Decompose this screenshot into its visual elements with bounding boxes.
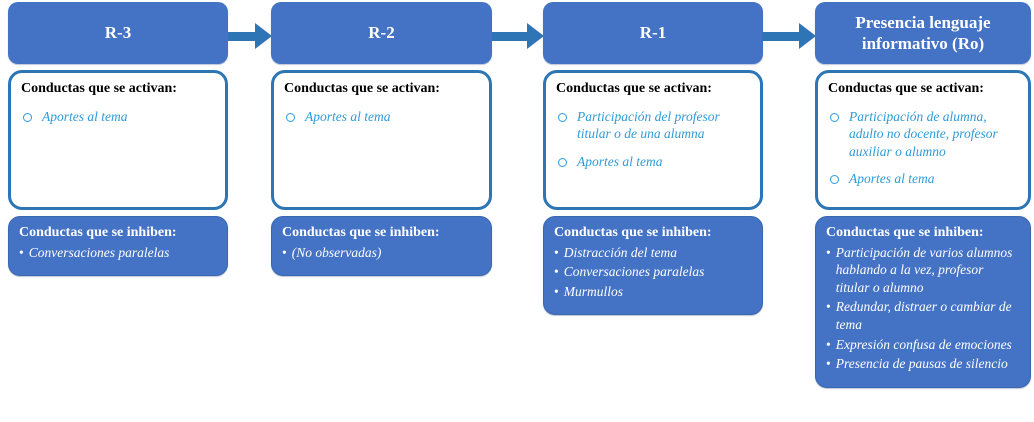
activate-box-r0: Conductas que se activan: Participación … <box>815 70 1031 210</box>
item-text: Murmullos <box>563 283 623 299</box>
stage-header-r1: R-1 <box>543 2 763 64</box>
dot-bullet-icon: • <box>554 264 559 280</box>
item-text: Conversaciones paralelas <box>28 244 170 260</box>
inhibit-heading: Conductas que se inhiben: <box>826 225 984 240</box>
stage-header-r2: R-2 <box>271 2 492 64</box>
dot-bullet-icon: • <box>826 356 831 372</box>
arrow-head <box>799 23 816 49</box>
arrow-head <box>255 23 272 49</box>
list-item: •Participación de varios alumnos habland… <box>826 244 1020 297</box>
list-item: Participación del profesor titular o de … <box>556 108 750 143</box>
activate-heading: Conductas que se activan: <box>21 81 177 96</box>
item-text: Aportes al tema <box>305 108 391 124</box>
item-text: Participación del profesor titular o de … <box>577 108 720 142</box>
item-text: Aportes al tema <box>577 153 663 169</box>
list-item: •Murmullos <box>554 283 752 301</box>
dot-bullet-icon: • <box>826 299 831 315</box>
arrow-right-icon <box>492 23 544 49</box>
item-text: Aportes al tema <box>42 108 128 124</box>
activate-item-list: Participación de alumna, adulto no docen… <box>828 108 1018 188</box>
arrow-stem <box>492 31 528 41</box>
arrow-stem <box>228 31 256 41</box>
dot-bullet-icon: • <box>826 244 831 260</box>
inhibit-heading: Conductas que se inhiben: <box>282 225 440 240</box>
stage-title: Presencia lenguaje informativo (Ro) <box>855 12 991 53</box>
item-text: Participación de alumna, adulto no docen… <box>849 108 998 159</box>
list-item: •Distracción del tema <box>554 244 752 262</box>
activate-item-list: Aportes al tema <box>284 108 479 126</box>
item-text: Presencia de pausas de silencio <box>835 356 1008 372</box>
inhibit-item-list: •(No observadas) <box>282 244 481 262</box>
activate-heading: Conductas que se activan: <box>828 81 984 96</box>
list-item: Aportes al tema <box>284 108 479 126</box>
stage-column-r3: R-3 Conductas que se activan: Aportes al… <box>8 2 228 277</box>
dot-bullet-icon: • <box>19 244 24 260</box>
hollow-circle-bullet-icon <box>830 112 839 122</box>
inhibit-box-r1: Conductas que se inhiben: •Distracción d… <box>543 216 763 316</box>
hollow-circle-bullet-icon <box>23 112 32 122</box>
stage-title: R-3 <box>104 23 132 43</box>
stage-title: R-1 <box>639 23 667 43</box>
activate-box-r2: Conductas que se activan: Aportes al tem… <box>271 70 492 210</box>
activate-item-list: Aportes al tema <box>21 108 215 126</box>
list-item: •(No observadas) <box>282 244 481 262</box>
dot-bullet-icon: • <box>554 283 559 299</box>
list-item: Aportes al tema <box>21 108 215 126</box>
item-text: Aportes al tema <box>849 171 935 187</box>
inhibit-heading: Conductas que se inhiben: <box>19 225 177 240</box>
list-item: Aportes al tema <box>828 170 1018 188</box>
arrow-head <box>527 23 544 49</box>
stage-column-r0: Presencia lenguaje informativo (Ro) Cond… <box>815 2 1031 388</box>
hollow-circle-bullet-icon <box>558 112 567 122</box>
activate-box-r1: Conductas que se activan: Participación … <box>543 70 763 210</box>
inhibit-box-r3: Conductas que se inhiben: •Conversacione… <box>8 216 228 277</box>
item-text: Conversaciones paralelas <box>563 264 705 280</box>
stage-title: R-2 <box>368 23 395 43</box>
arrow-right-icon <box>228 23 272 49</box>
item-text: Redundar, distraer o cambiar de tema <box>835 299 1012 332</box>
activate-heading: Conductas que se activan: <box>556 81 712 96</box>
inhibit-box-r2: Conductas que se inhiben: •(No observada… <box>271 216 492 277</box>
list-item: Aportes al tema <box>556 153 750 171</box>
list-item: •Redundar, distraer o cambiar de tema <box>826 298 1020 333</box>
activate-item-list: Participación del profesor titular o de … <box>556 108 750 171</box>
list-item: •Conversaciones paralelas <box>554 263 752 281</box>
arrow-right-icon <box>762 23 816 49</box>
stage-column-r1: R-1 Conductas que se activan: Participac… <box>543 2 763 316</box>
stage-header-r0: Presencia lenguaje informativo (Ro) <box>815 2 1031 64</box>
inhibit-heading: Conductas que se inhiben: <box>554 225 712 240</box>
list-item: •Expresión confusa de emociones <box>826 336 1020 354</box>
item-text: Expresión confusa de emociones <box>835 336 1012 352</box>
dot-bullet-icon: • <box>554 244 559 260</box>
hollow-circle-bullet-icon <box>558 157 567 167</box>
inhibit-item-list: •Distracción del tema•Conversaciones par… <box>554 244 752 301</box>
activate-box-r3: Conductas que se activan: Aportes al tem… <box>8 70 228 210</box>
inhibit-item-list: •Conversaciones paralelas <box>19 244 217 262</box>
item-text: Distracción del tema <box>563 244 677 260</box>
stage-header-r3: R-3 <box>8 2 228 64</box>
hollow-circle-bullet-icon <box>830 175 839 185</box>
item-text: Participación de varios alumnos hablando… <box>835 244 1013 295</box>
list-item: •Presencia de pausas de silencio <box>826 355 1020 373</box>
dot-bullet-icon: • <box>826 336 831 352</box>
inhibit-box-r0: Conductas que se inhiben: •Participación… <box>815 216 1031 388</box>
arrow-stem <box>762 31 800 41</box>
list-item: •Conversaciones paralelas <box>19 244 217 262</box>
list-item: Participación de alumna, adulto no docen… <box>828 108 1018 161</box>
activate-heading: Conductas que se activan: <box>284 81 440 96</box>
item-text: (No observadas) <box>291 244 382 260</box>
stage-column-r2: R-2 Conductas que se activan: Aportes al… <box>271 2 492 277</box>
dot-bullet-icon: • <box>282 244 287 260</box>
inhibit-item-list: •Participación de varios alumnos habland… <box>826 244 1020 373</box>
hollow-circle-bullet-icon <box>286 112 295 122</box>
